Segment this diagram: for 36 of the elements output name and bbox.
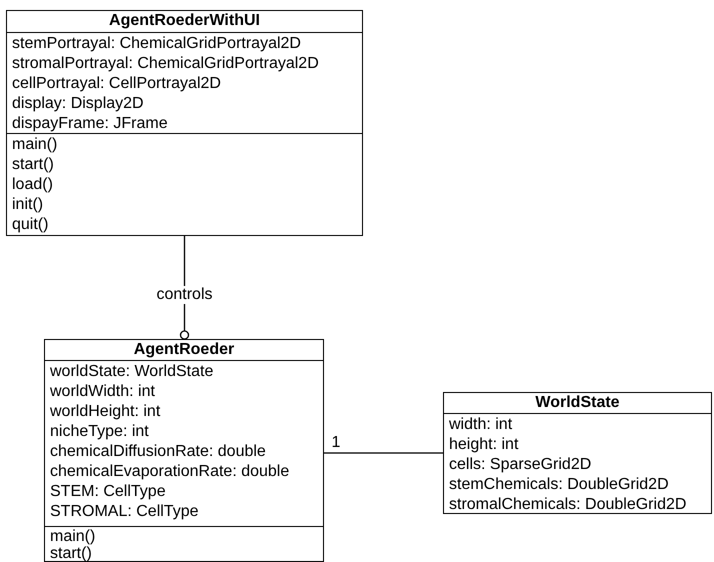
attribute-text: stromalChemicals: DoubleGrid2D <box>449 495 686 515</box>
attribute-text: worldHeight: int <box>50 402 160 422</box>
method-text: main() <box>12 135 58 155</box>
attribute-text: stemPortrayal: ChemicalGridPortrayal2D <box>12 34 301 54</box>
attribute-text: cells: SparseGrid2D <box>449 455 592 475</box>
method-text: quit() <box>12 215 48 235</box>
attribute-text: chemicalEvaporationRate: double <box>50 462 290 482</box>
method-text: start() <box>12 155 54 175</box>
attribute-text: nicheType: int <box>50 422 149 442</box>
method-text: start() <box>50 545 92 562</box>
attribute-text: STEM: CellType <box>50 482 166 502</box>
attribute-text: stemChemicals: DoubleGrid2D <box>449 475 669 495</box>
association-line <box>324 452 443 454</box>
method-text: load() <box>12 175 53 195</box>
method-compartment <box>45 526 323 562</box>
attribute-compartment <box>7 32 362 133</box>
attribute-text: dispayFrame: JFrame <box>12 114 168 134</box>
class-box <box>6 10 363 236</box>
attribute-text: worldWidth: int <box>50 382 155 402</box>
attribute-text: cellPortrayal: CellPortrayal2D <box>12 74 221 94</box>
class-name: WorldState <box>534 393 621 413</box>
attribute-text: display: Display2D <box>12 94 144 114</box>
method-text: main() <box>50 528 96 545</box>
edge-label: controls <box>154 286 215 304</box>
multiplicity-label: 1 <box>330 434 342 452</box>
method-text: init() <box>12 195 44 215</box>
attribute-text: width: int <box>449 415 512 435</box>
attribute-text: worldState: WorldState <box>50 362 214 382</box>
attribute-text: stromalPortrayal: ChemicalGridPortrayal2D <box>12 54 319 74</box>
attribute-text: STROMAL: CellType <box>50 502 198 522</box>
class-name: AgentRoeder <box>132 340 236 360</box>
attribute-text: height: int <box>449 435 518 455</box>
class-box <box>443 392 712 514</box>
class-name: AgentRoederWithUI <box>108 11 261 31</box>
class-box <box>44 339 324 562</box>
attribute-text: chemicalDiffusionRate: double <box>50 442 266 462</box>
